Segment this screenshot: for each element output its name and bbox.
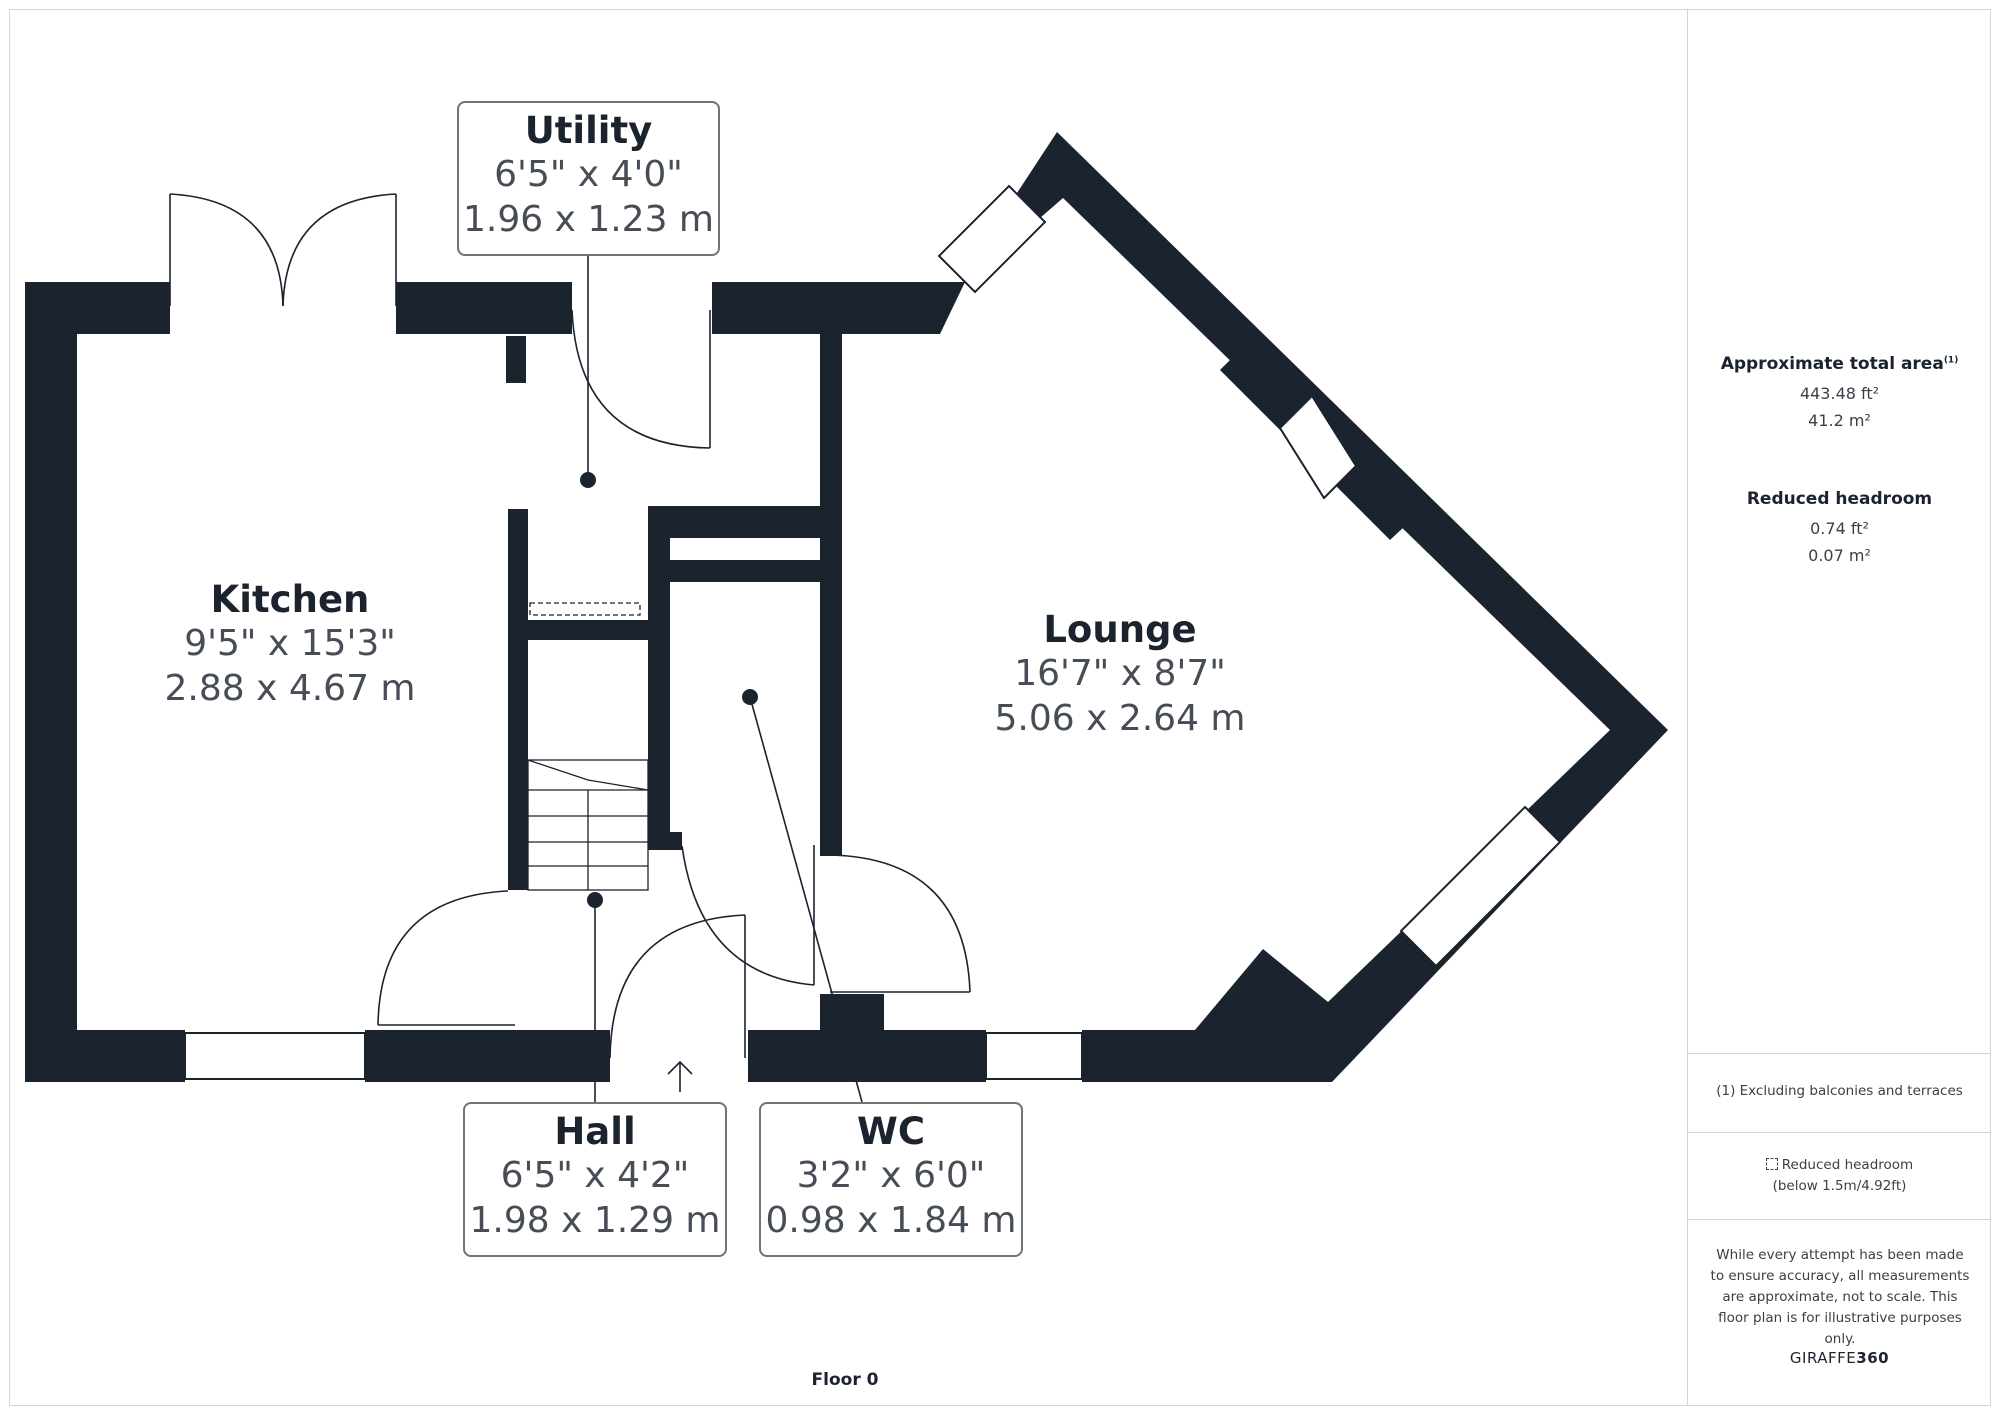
door-swing [681, 845, 815, 986]
lounge-label: Lounge 16'7" x 8'7" 5.06 x 2.64 m [980, 608, 1260, 741]
total-area-m: 41.2 m² [1808, 411, 1871, 431]
door-swing [169, 193, 284, 307]
dashed-square-icon [1765, 1158, 1778, 1170]
window [184, 1032, 366, 1080]
door-swing [609, 914, 746, 1059]
room-name: WC [857, 1110, 925, 1153]
floor-label: Floor 0 [811, 1370, 879, 1390]
room-dim-imperial: 9'5" x 15'3" [184, 622, 396, 664]
info-sidebar: Approximate total area(1) 443.48 ft² 41.… [1687, 9, 1991, 1406]
headroom-legend: Reduced headroom (below 1.5m/4.92ft) [1688, 1155, 1991, 1197]
window [1399, 805, 1562, 968]
window [937, 184, 1047, 294]
doors [169, 193, 971, 1059]
door-swing [829, 854, 971, 993]
wall [508, 509, 528, 890]
disclaimer: While every attempt has been made to ens… [1710, 1247, 1970, 1347]
stair-tread [527, 759, 649, 791]
total-area-ft: 443.48 ft² [1799, 384, 1880, 403]
room-dim-metric: 0.98 x 1.84 m [765, 1199, 1017, 1241]
window [1278, 394, 1358, 500]
wall [712, 282, 965, 334]
wall [648, 538, 670, 848]
room-dim-imperial: 6'5" x 4'2" [500, 1154, 690, 1196]
total-area-title: Approximate total area(1) [1720, 354, 1959, 374]
utility-pin [580, 472, 596, 488]
divider [1688, 1053, 1991, 1054]
wall [528, 620, 648, 640]
wall [1082, 1030, 1202, 1082]
stairs [527, 602, 649, 891]
wall [1017, 132, 1668, 1082]
room-dim-imperial: 6'5" x 4'0" [494, 153, 683, 195]
wc-leader [749, 696, 863, 1103]
reduced-headroom-m: 0.07 m² [1808, 546, 1871, 566]
wc-label: WC 3'2" x 6'0" 0.98 x 1.84 m [759, 1102, 1023, 1257]
wall [820, 994, 884, 1034]
window [985, 1032, 1083, 1080]
wall [506, 336, 526, 383]
brand-logo: GIRAFFE360 [1789, 1349, 1890, 1367]
hall-pin [587, 892, 603, 908]
room-dim-metric: 1.98 x 1.29 m [469, 1199, 721, 1241]
page-frame [9, 9, 1991, 1406]
room-dim-imperial: 16'7" x 8'7" [1014, 652, 1226, 694]
wall [648, 506, 820, 538]
hall-label: Hall 6'5" x 4'2" 1.98 x 1.29 m [463, 1102, 727, 1257]
utility-label: Utility 6'5" x 4'0" 1.96 x 1.23 m [457, 101, 720, 256]
room-dim-metric: 2.88 x 4.67 m [164, 667, 416, 709]
wall [648, 832, 682, 850]
room-name: Hall [554, 1110, 636, 1153]
room-name: Utility [524, 109, 653, 152]
reduced-headroom-ft: 0.74 ft² [1810, 519, 1869, 538]
door-swing [377, 890, 509, 1026]
kitchen-label: Kitchen 9'5" x 15'3" 2.88 x 4.67 m [150, 578, 430, 711]
wall [670, 560, 820, 582]
divider [1688, 1132, 1991, 1133]
room-dim-metric: 1.96 x 1.23 m [462, 198, 714, 240]
pins [580, 472, 758, 908]
room-dim-imperial: 3'2" x 6'0" [796, 1154, 986, 1196]
footnote: (1) Excluding balconies and terraces [1716, 1083, 1963, 1099]
windows [184, 184, 1562, 1080]
leader-lines [587, 255, 863, 1103]
floor-plan [25, 132, 1668, 1103]
room-name: Lounge [1043, 608, 1197, 651]
room-dim-metric: 5.06 x 2.64 m [994, 697, 1246, 739]
wc-pin [742, 689, 758, 705]
door-swing [282, 193, 397, 307]
wall [365, 1030, 610, 1082]
entrance-arrow-icon [667, 1060, 693, 1092]
wall [25, 282, 77, 1082]
wall [820, 334, 842, 856]
door-swing [571, 309, 711, 449]
wall [396, 282, 572, 334]
reduced-headroom-title: Reduced headroom [1746, 489, 1933, 509]
wall [748, 1030, 986, 1082]
divider [1688, 1219, 1991, 1220]
wall [25, 1030, 185, 1082]
room-name: Kitchen [210, 578, 370, 621]
reduced-headroom-area [529, 602, 641, 616]
